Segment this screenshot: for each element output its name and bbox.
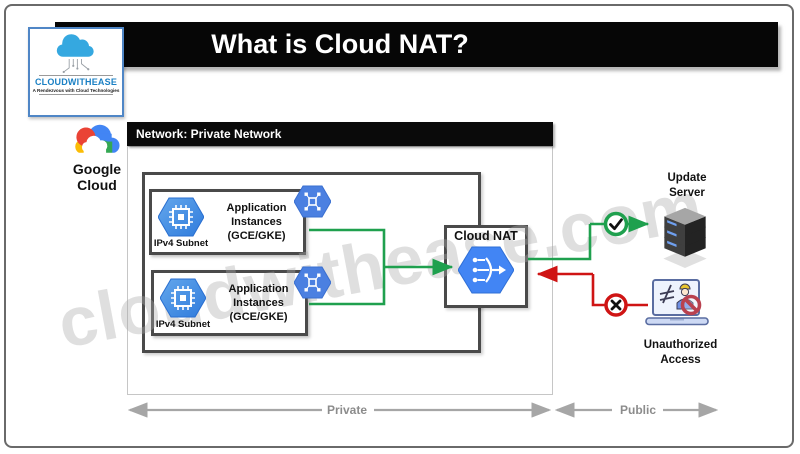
circuit-lines-icon: [62, 59, 90, 74]
page-title: What is Cloud NAT?: [211, 29, 469, 59]
logo-name: CLOUDWITHEASE: [34, 77, 118, 87]
subnet-label: IPv4 Subnet: [155, 319, 211, 330]
private-zone-label: Private: [326, 403, 368, 417]
subnet-content-2: IPv4 Subnet Application Instances (GCE/G…: [154, 273, 305, 333]
subnet-label: IPv4 Subnet: [153, 238, 209, 249]
unauthorized-access-label: Unauthorized Access: [643, 339, 718, 366]
cloud-nat-icon: [458, 246, 514, 294]
google-cloud-icon: [68, 124, 124, 162]
laptop-blocked-icon: [645, 279, 709, 326]
public-zone-label: Public: [619, 403, 656, 417]
logo-divider-bottom: [39, 94, 113, 95]
cloudwithease-logo: CLOUDWITHEASE A Rendezvous with Cloud Te…: [28, 27, 124, 117]
cloud-nat-label: Cloud NAT: [454, 229, 518, 243]
cloudwithease-cloud-icon: [56, 34, 94, 57]
logo-tagline: A Rendezvous with Cloud Technologies: [32, 88, 120, 93]
server-icon: [663, 207, 707, 268]
gke-icon: [294, 266, 331, 299]
gke-icon: [294, 185, 331, 218]
google-cloud-label: Google Cloud: [72, 161, 122, 194]
subnet-content-1: IPv4 Subnet Application Instances (GCE/G…: [152, 192, 303, 252]
subnet-instances-text: Application Instances (GCE/GKE): [228, 282, 289, 324]
subnet-icon: [158, 197, 204, 237]
title-bar: What is Cloud NAT?: [55, 22, 778, 67]
subnet-instances-text: Application Instances (GCE/GKE): [226, 201, 287, 243]
logo-divider-top: [39, 75, 113, 76]
subnet-icon: [160, 278, 206, 318]
update-server-label: Update Server: [667, 172, 707, 199]
network-header: Network: Private Network: [127, 122, 553, 146]
